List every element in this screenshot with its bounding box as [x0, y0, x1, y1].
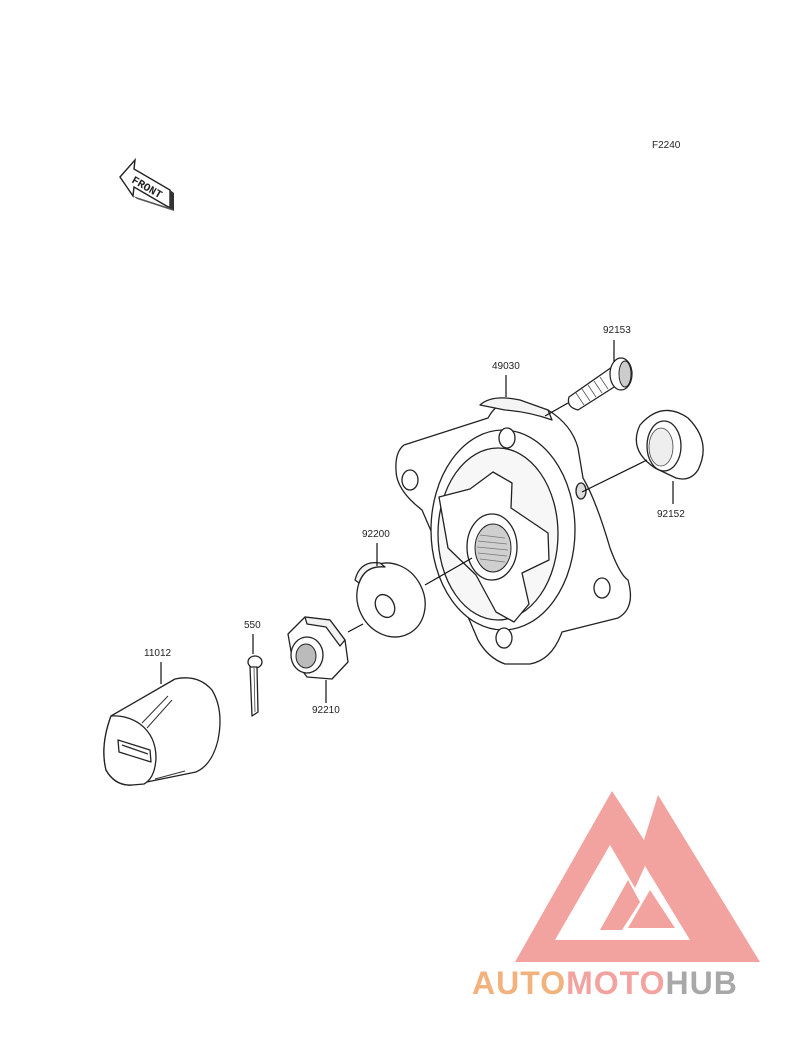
part-label-92152: 92152	[657, 509, 685, 520]
part-label-92200: 92200	[362, 529, 390, 540]
part-label-11012: 11012	[144, 648, 172, 659]
leader-lines	[160, 340, 674, 703]
part-label-550: 550	[244, 620, 261, 631]
part-92200-washer	[354, 561, 426, 638]
watermark-logo	[515, 791, 760, 962]
part-49030-hub	[395, 397, 632, 665]
part-label-49030: 49030	[492, 361, 520, 372]
part-label-92210: 92210	[312, 705, 340, 716]
part-label-92153: 92153	[603, 325, 631, 336]
watermark-auto: AUTO	[472, 965, 567, 1001]
part-92153-stud	[567, 357, 633, 411]
part-550-cotter-pin	[247, 655, 263, 717]
watermark-moto: MOTO	[566, 965, 666, 1001]
part-11012-cap	[103, 677, 221, 786]
figure-code: F2240	[652, 140, 681, 151]
watermark-hub: HUB	[665, 965, 738, 1001]
part-92152-seal	[635, 409, 704, 480]
front-arrow-icon: FRONT	[119, 157, 174, 211]
part-92210-nut	[287, 616, 349, 680]
watermark-text: AUTOMOTOHUB	[472, 965, 738, 1001]
